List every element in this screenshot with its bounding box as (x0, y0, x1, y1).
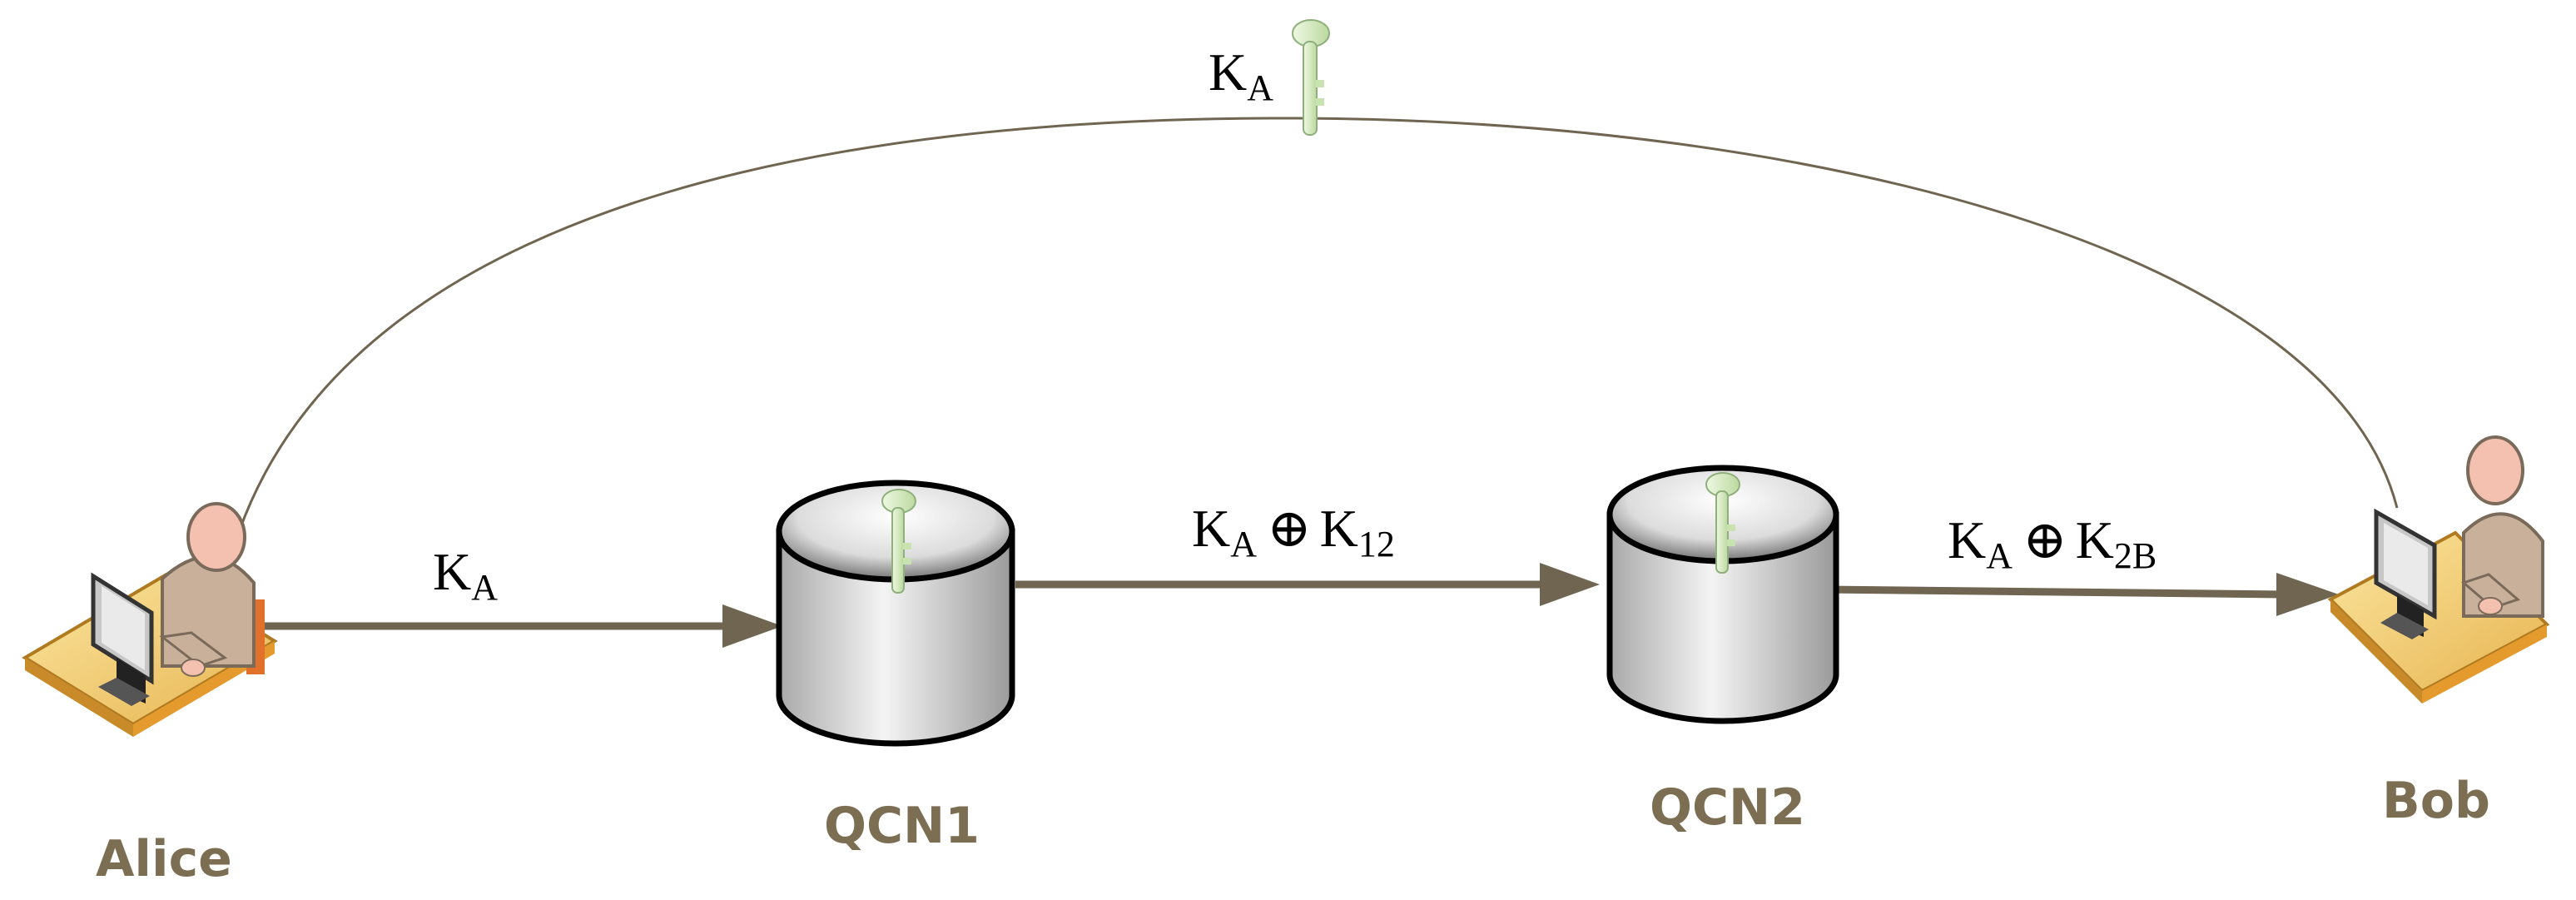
person-icon (2461, 435, 2544, 618)
qcn1-qcn2-key-label: KA⊕K12 (1192, 499, 1395, 564)
qcn2-bob-key-label: KA⊕K2B (1948, 510, 2157, 576)
person-icon (159, 502, 256, 677)
monitor-icon (2374, 508, 2437, 639)
key-icon (1705, 472, 1740, 574)
alice-workstation (22, 502, 278, 737)
top-arc-link (231, 117, 2399, 550)
arrow-alice-to-qcn1 (262, 604, 782, 648)
alice-qcn1-key-label: KA (433, 542, 498, 608)
qcn2-label: QCN2 (1650, 778, 1805, 837)
key-icon (881, 489, 916, 594)
qcn2-node (1606, 465, 1839, 724)
qcn1-label: QCN1 (824, 797, 980, 855)
key-icon (1292, 19, 1330, 136)
arrow-qcn2-to-bob (1822, 573, 2339, 616)
bob-label: Bob (2382, 772, 2490, 830)
bob-workstation (2327, 435, 2550, 704)
qcn1-node (776, 480, 1015, 747)
top-arc-key-label: KA (1209, 42, 1273, 108)
alice-label: Alice (96, 830, 232, 888)
arrow-qcn1-to-qcn2 (1015, 563, 1600, 606)
monitor-icon (91, 572, 154, 706)
